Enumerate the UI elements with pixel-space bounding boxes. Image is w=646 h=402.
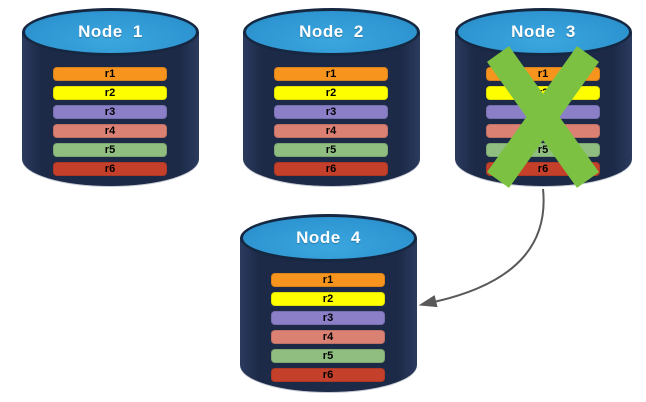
row-r2: r2 — [274, 86, 388, 100]
node-4-cylinder-top: Node 4 — [240, 214, 417, 262]
node-2-cylinder: Node 2 r1 r2 r3 r4 r5 r6 — [243, 8, 420, 186]
failure-x-icon — [487, 46, 599, 188]
row-r2: r2 — [53, 86, 167, 100]
row-r5: r5 — [271, 349, 385, 363]
node-1-cylinder-top: Node 1 — [22, 8, 199, 56]
row-r6: r6 — [53, 162, 167, 176]
row-r2: r2 — [271, 292, 385, 306]
node-4-cylinder: Node 4 r1 r2 r3 r4 r5 r6 — [240, 214, 417, 392]
row-r4: r4 — [274, 124, 388, 138]
row-r1: r1 — [271, 273, 385, 287]
node-title: Node 3 — [511, 22, 576, 41]
row-r5: r5 — [274, 143, 388, 157]
node-4-rows: r1 r2 r3 r4 r5 r6 — [271, 273, 385, 382]
row-r4: r4 — [53, 124, 167, 138]
node-2-cylinder-top: Node 2 — [243, 8, 420, 56]
row-r3: r3 — [271, 311, 385, 325]
node-title: Node 1 — [78, 22, 143, 41]
node-3-cylinder-top: Node 3 — [455, 8, 632, 56]
row-r3: r3 — [53, 105, 167, 119]
node-1-rows: r1 r2 r3 r4 r5 r6 — [53, 67, 167, 176]
arrowhead-icon — [418, 295, 438, 308]
row-r1: r1 — [274, 67, 388, 81]
row-r4: r4 — [271, 330, 385, 344]
row-r1: r1 — [53, 67, 167, 81]
node-2-rows: r1 r2 r3 r4 r5 r6 — [274, 67, 388, 176]
node-1-cylinder: Node 1 r1 r2 r3 r4 r5 r6 — [22, 8, 199, 186]
row-r5: r5 — [53, 143, 167, 157]
row-r6: r6 — [274, 162, 388, 176]
node-title: Node 2 — [299, 22, 364, 41]
row-r3: r3 — [274, 105, 388, 119]
node-3-cylinder: Node 3 r1 r2 r3 r4 r5 r6 — [455, 8, 632, 188]
node-title: Node 4 — [296, 228, 361, 247]
row-r6: r6 — [271, 368, 385, 382]
